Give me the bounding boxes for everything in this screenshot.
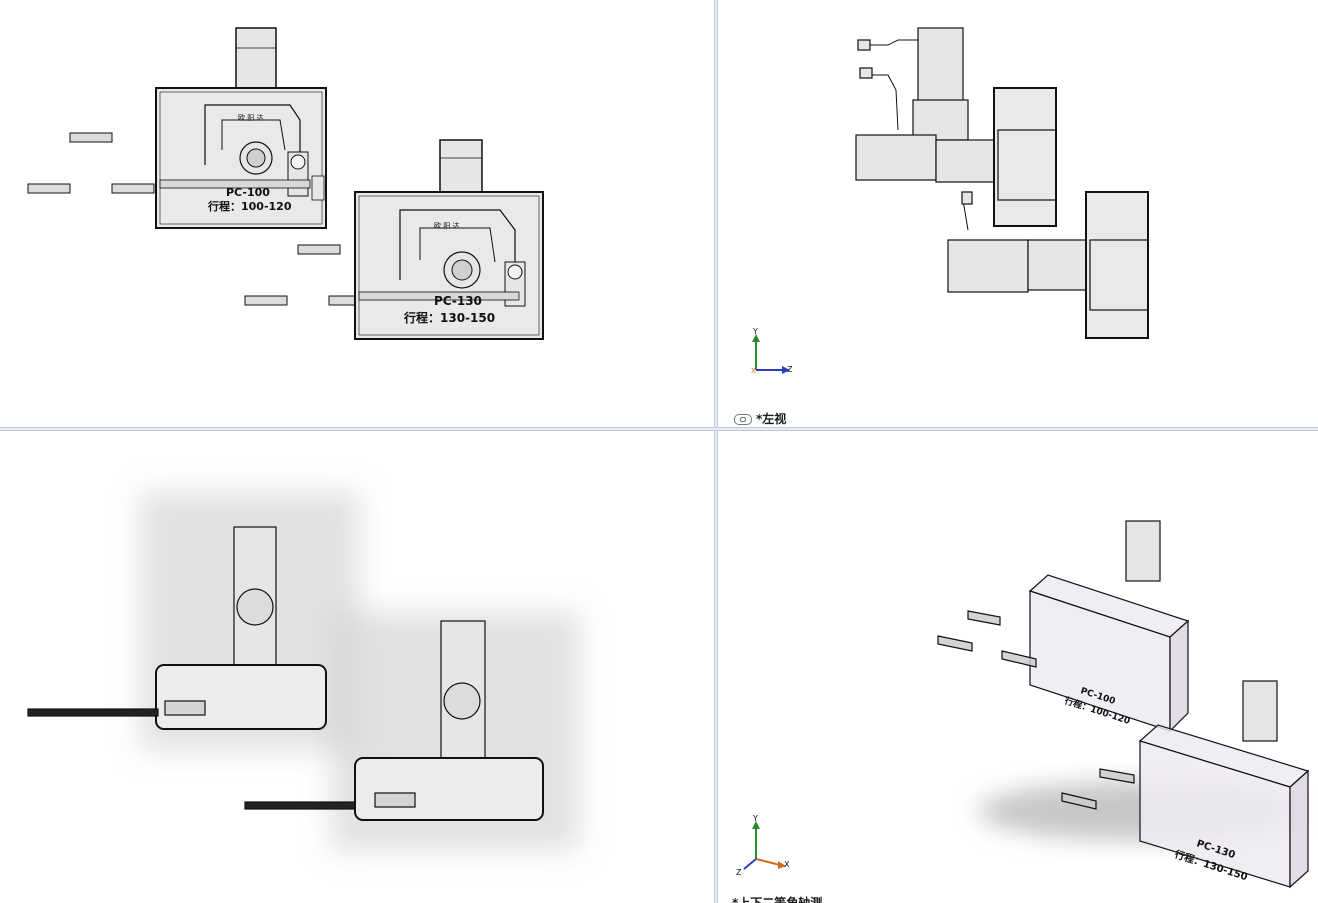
left-view-assembly-lower (947, 191, 1149, 339)
model-pc130-front (354, 139, 544, 340)
viewport-isometric[interactable]: PC-100 行程：100-120 PC-130 行程：130-150 Y X … (718, 431, 1318, 903)
svg-text:Z: Z (787, 365, 793, 374)
viewport-splitter-horizontal[interactable] (0, 427, 1318, 431)
logo-text-a: 欧 阳 达 (238, 113, 263, 122)
axis-triad-left: Y Z X (751, 327, 793, 375)
top-view-model-a (27, 526, 327, 730)
top-view-model-b (244, 620, 544, 821)
left-view-assembly-upper (855, 27, 1057, 227)
iso-model-b (1061, 680, 1310, 889)
svg-text:Y: Y (752, 814, 758, 823)
pc100-name-label: PC-100 (226, 186, 270, 199)
pc130-stroke-label: 行程：130-150 (403, 310, 495, 325)
logo-text-b: 欧 阳 达 (434, 221, 459, 230)
iso-model-a (937, 520, 1190, 733)
axis-triad-iso: Y X Z (736, 814, 790, 877)
svg-text:X: X (751, 367, 756, 375)
isometric-view-drawing: PC-100 行程：100-120 PC-130 行程：130-150 Y X … (736, 520, 1310, 889)
viewport-top[interactable] (0, 431, 714, 903)
viewport-front[interactable]: PC-100 行程：100-120 欧 阳 达 PC-130 行程：1 (0, 0, 714, 427)
front-view-drawing: PC-100 行程：100-120 欧 阳 达 PC-130 行程：1 (27, 27, 544, 340)
view-label-iso[interactable]: *上下二等角轴测 (732, 896, 823, 903)
pc130-name-label: PC-130 (434, 294, 482, 308)
viewport-splitter-vertical[interactable] (714, 0, 718, 903)
viewport-left[interactable]: Y Z X *左视 (718, 0, 1318, 427)
svg-text:Y: Y (752, 327, 758, 336)
top-view-drawing (27, 491, 580, 851)
model-pc100-front (155, 27, 327, 229)
link-icon (734, 414, 752, 425)
pc100-stroke-label: 行程：100-120 (207, 199, 292, 213)
left-view-drawing: Y Z X (751, 27, 1149, 375)
svg-text:Z: Z (736, 868, 742, 877)
svg-text:X: X (784, 860, 790, 869)
view-label-left[interactable]: *左视 (734, 410, 786, 427)
